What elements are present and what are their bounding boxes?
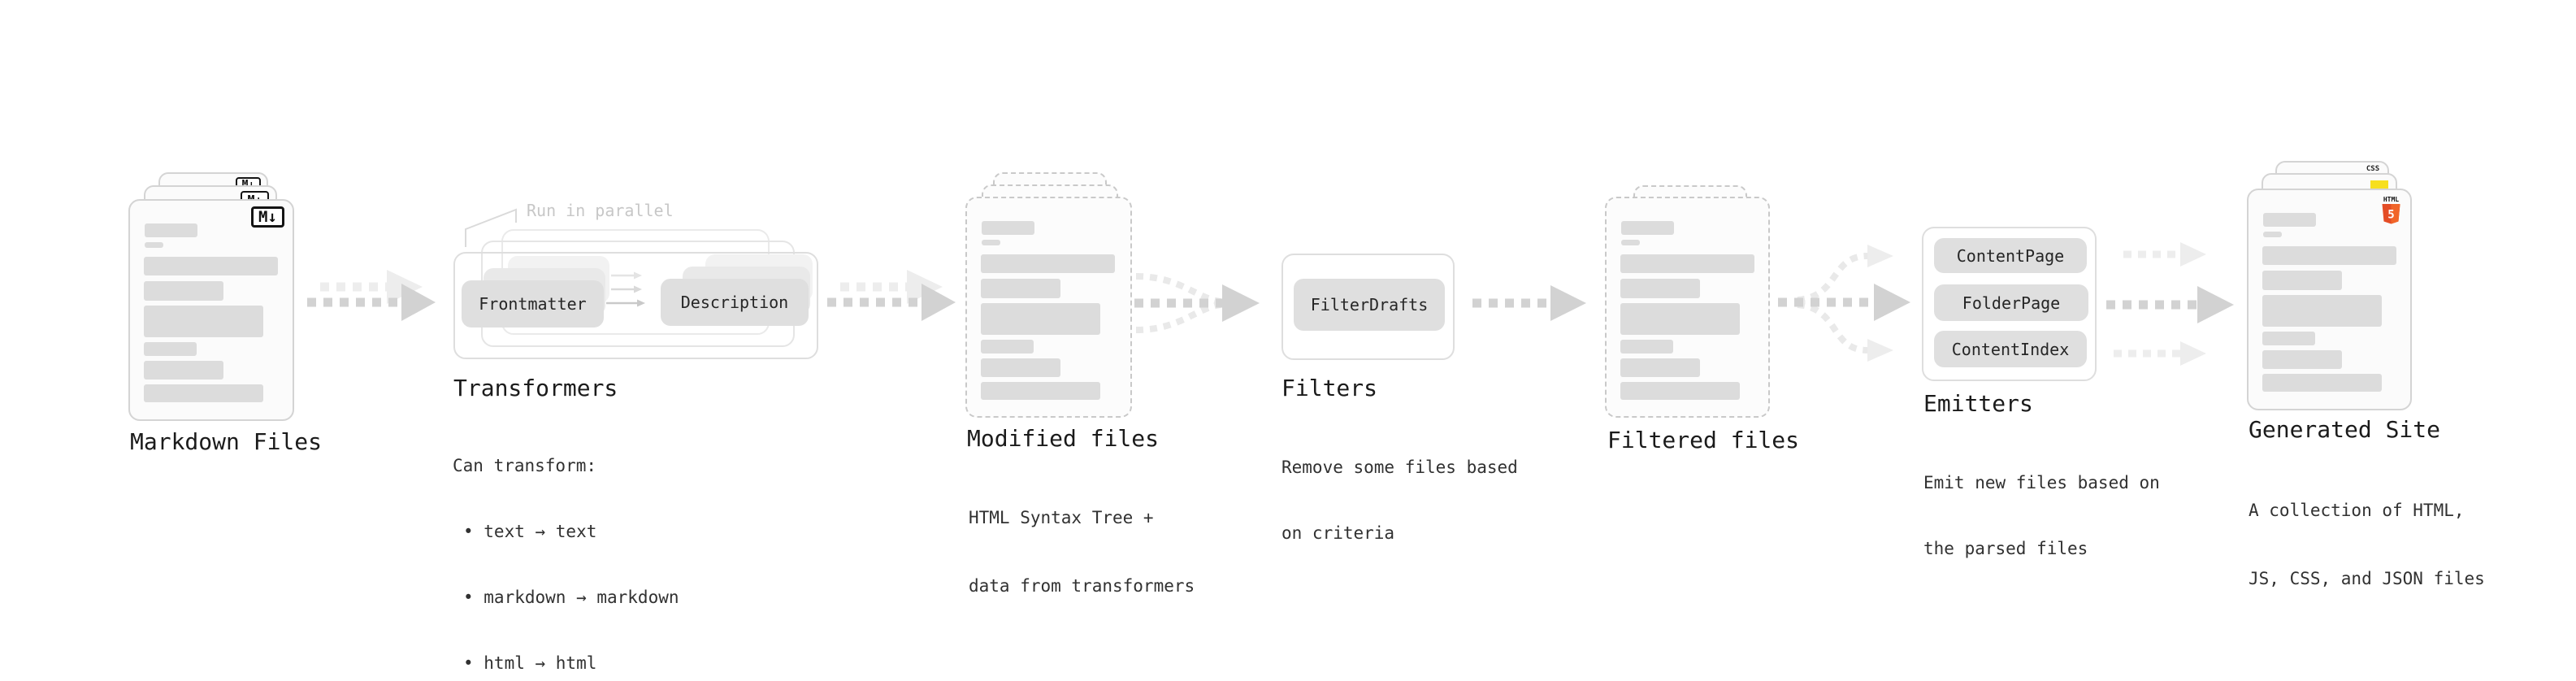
skeleton-line [2262,332,2315,345]
skeleton-line [981,279,1060,298]
file-card [1605,197,1770,418]
skeleton-line [1620,358,1700,377]
node-desc-emitters: Emit new files based on the parsed files [1923,428,2160,604]
node-label-transformers: Transformers [453,375,618,401]
skeleton-line [144,257,278,275]
pill-filterdrafts: FilterDrafts [1294,279,1445,331]
skeleton-line [982,221,1034,235]
skeleton-line [981,254,1115,273]
flow-arrow-filtered-to-emitters [1778,245,1910,362]
desc-line: on criteria [1281,523,1395,543]
svg-text:5: 5 [2387,209,2394,222]
html5-icon: HTML 5 [2382,196,2400,224]
transformers-box [453,252,818,359]
node-desc-filters: Remove some files based on criteria [1281,413,1518,588]
desc-line: Can transform: [453,456,597,475]
desc-line: JS, CSS, and JSON files [2249,569,2485,588]
node-label-filtered-files: Filtered files [1607,427,1800,453]
skeleton-line [1620,254,1754,273]
skeleton-line [982,240,1000,245]
file-card [965,197,1132,418]
skeleton-line [145,223,197,237]
skeleton-line [2263,232,2282,237]
js-icon [2370,180,2388,190]
desc-line: A collection of HTML, [2249,501,2465,520]
skeleton-line [981,303,1100,335]
skeleton-line [2262,295,2382,327]
pill-contentindex: ContentIndex [1934,331,2087,367]
file-card: HTML 5 [2247,189,2412,410]
desc-line: • text → text [463,522,597,541]
skeleton-line [1621,221,1674,235]
skeleton-line [145,242,163,248]
file-card: M↓ [128,199,294,421]
svg-text:HTML: HTML [2383,196,2399,203]
flow-arrow-modified-to-filters [1134,273,1260,333]
skeleton-line [1620,382,1740,400]
desc-line: • html → html [463,653,597,673]
desc-line: Remove some files based [1281,458,1518,477]
node-desc-generated-site: A collection of HTML, JS, CSS, and JSON … [2249,453,2485,635]
callout-line [465,208,517,247]
skeleton-line [144,281,223,301]
pill-folderpage: FolderPage [1934,284,2088,321]
skeleton-line [2262,350,2342,369]
css-icon-label: CSS [2366,165,2380,173]
skeleton-line [1620,340,1673,354]
desc-line: Emit new files based on [1923,473,2160,492]
node-label-modified-files: Modified files [967,425,1160,452]
parallel-arrows [606,271,645,307]
skeleton-line [144,306,263,337]
pill-frontmatter: Frontmatter [462,280,604,327]
pill-contentpage: ContentPage [1934,238,2087,273]
skeleton-line [144,342,197,356]
desc-line: • markdown → markdown [463,588,679,607]
skeleton-line [981,382,1100,400]
run-in-parallel-label: Run in parallel [527,201,674,220]
node-label-filters: Filters [1281,375,1378,401]
skeleton-line [2262,246,2396,265]
skeleton-line [144,361,223,380]
markdown-icon: M↓ [251,206,284,228]
node-label-markdown-files: Markdown Files [130,428,323,455]
skeleton-line [2263,213,2316,227]
flow-arrow-markdown-to-transformers [307,270,436,321]
node-label-emitters: Emitters [1923,390,2033,417]
skeleton-line [2262,271,2342,290]
desc-line: data from transformers [969,576,1195,596]
skeleton-line [2262,374,2382,392]
node-label-generated-site: Generated Site [2249,416,2441,443]
flow-arrow-filters-to-filtered [1472,285,1586,321]
pill-description: Description [661,279,809,326]
desc-line: the parsed files [1923,539,2088,558]
skeleton-line [1621,240,1640,245]
flow-arrow-emitters-to-site [2106,242,2234,366]
skeleton-line [981,358,1060,377]
skeleton-line [1620,279,1700,298]
skeleton-line [144,384,263,402]
node-desc-transformers: Can transform: • text → text • markdown … [453,411,679,681]
node-desc-modified-files: HTML Syntax Tree + data from transformer… [969,461,1195,643]
skeleton-line [1620,303,1740,335]
flow-arrow-transformers-to-modified [827,270,956,321]
skeleton-line [981,340,1034,354]
desc-line: HTML Syntax Tree + [969,508,1154,527]
